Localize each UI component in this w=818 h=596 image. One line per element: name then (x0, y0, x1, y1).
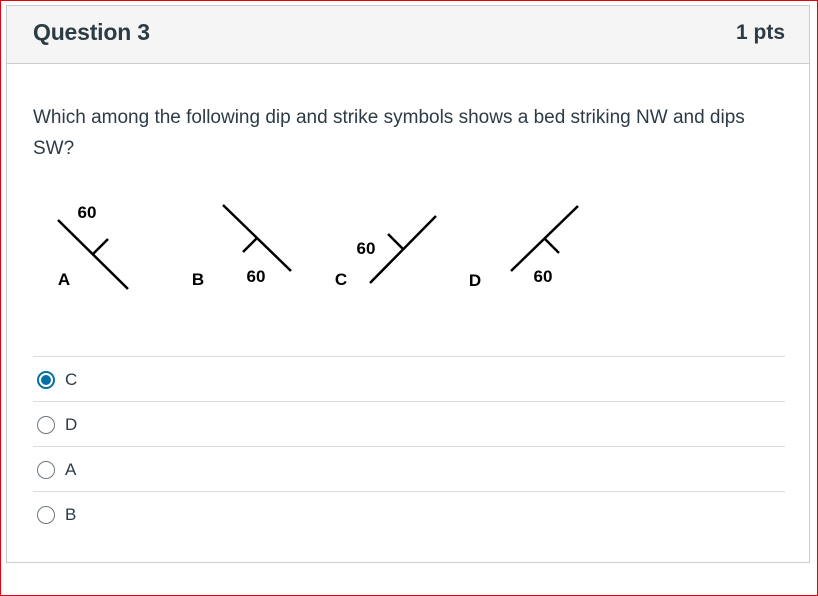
symbol-a-dip-label: 60 (78, 203, 97, 222)
dip-strike-figure: 60 A B 60 60 C D 60 (57, 203, 579, 290)
question-title: Question 3 (33, 19, 150, 45)
symbol-c-dip-label: 60 (357, 239, 376, 258)
symbol-d-dip-tick (543, 237, 560, 254)
answer-option[interactable]: A (33, 446, 785, 491)
question-text: Which among the following dip and strike… (33, 107, 745, 159)
symbol-a-strike-line (57, 219, 129, 290)
radio-icon[interactable] (37, 416, 55, 434)
answer-label[interactable]: A (65, 460, 77, 479)
answer-label[interactable]: D (65, 415, 78, 434)
symbol-a-dip-tick (92, 238, 109, 255)
question-points: 1 pts (735, 21, 785, 44)
answer-option[interactable]: B (33, 491, 785, 536)
question-card: Question 3 1 pts Which among the followi… (6, 5, 810, 563)
answer-option[interactable]: D (33, 401, 785, 446)
answer-label[interactable]: B (65, 505, 77, 524)
answer-label[interactable]: C (65, 370, 78, 389)
answer-option[interactable]: C (33, 356, 785, 401)
answer-list: C D A B (33, 356, 785, 536)
symbol-c-letter: C (335, 270, 347, 289)
symbol-b-dip-tick (242, 237, 258, 253)
radio-icon[interactable] (37, 506, 55, 524)
symbol-a-letter: A (58, 270, 70, 289)
symbol-d-letter: D (469, 271, 481, 290)
question-header: Question 3 1 pts (7, 6, 809, 64)
symbol-c-strike-line (369, 215, 437, 284)
radio-selected-icon[interactable] (37, 371, 55, 389)
symbol-c-dip-tick (387, 233, 404, 250)
symbol-d-dip-label: 60 (534, 267, 553, 286)
radio-icon[interactable] (37, 461, 55, 479)
symbol-b-dip-label: 60 (247, 267, 266, 286)
symbol-b-letter: B (192, 270, 204, 289)
